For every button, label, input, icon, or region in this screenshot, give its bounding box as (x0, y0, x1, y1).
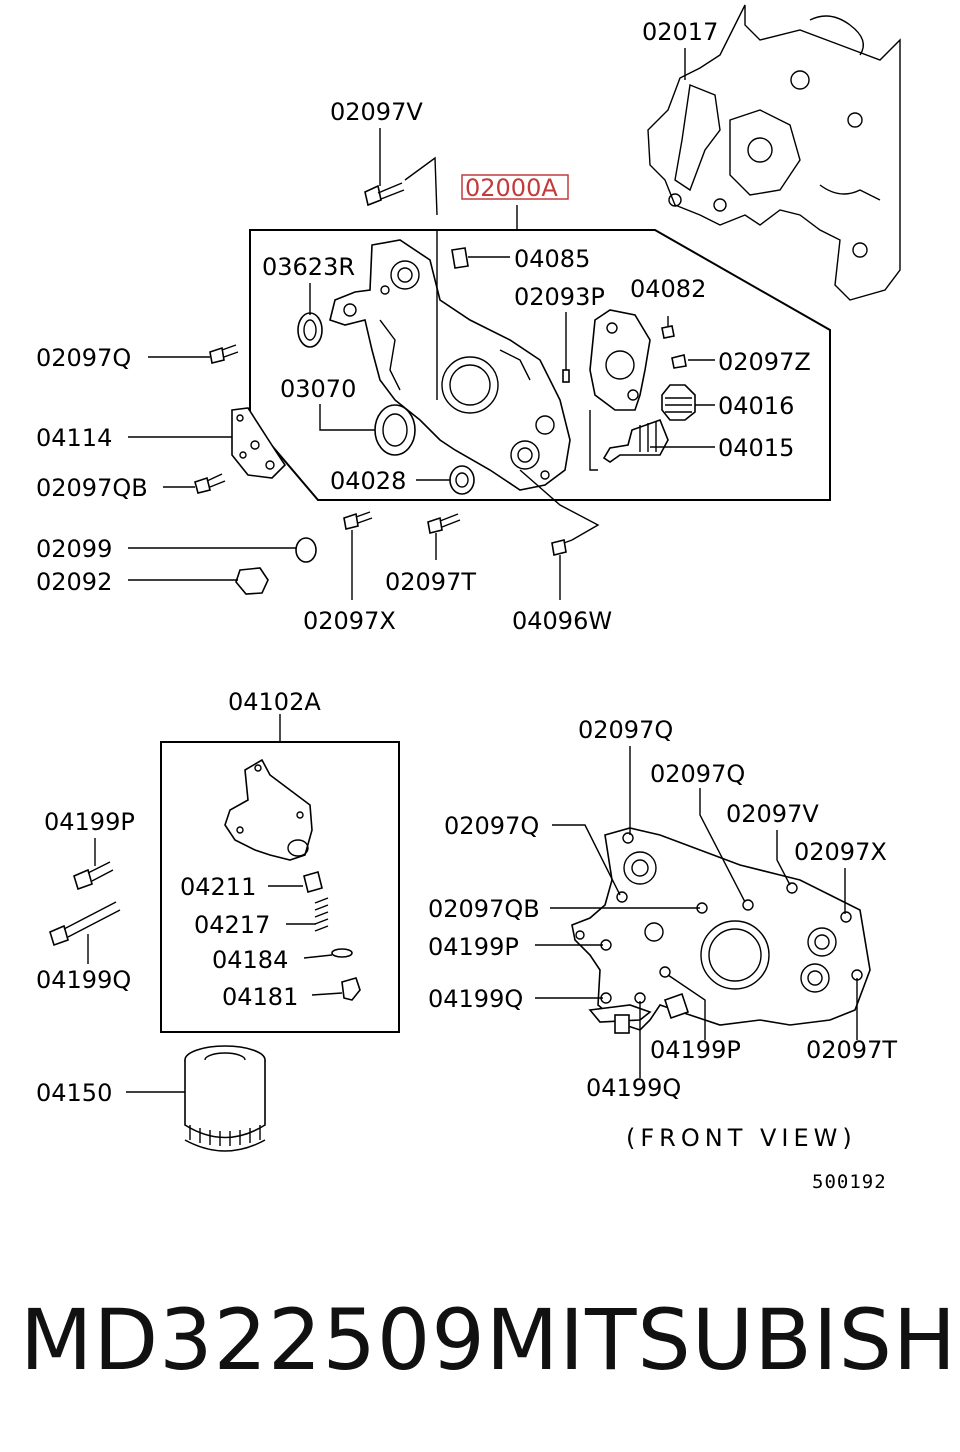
label-02000A[interactable]: 02000A (465, 174, 558, 202)
label-02099: 02099 (36, 535, 112, 563)
filter-bracket-drawing (224, 758, 361, 1001)
label-02097Q-left: 02097Q (36, 344, 131, 372)
label-03070: 03070 (280, 375, 356, 403)
label-02097QB-front: 02097QB (428, 895, 540, 923)
cylinder-block-drawing (647, 4, 901, 301)
brand-name: MITSUBISHI (485, 1291, 960, 1389)
bolts-top-drawing (194, 182, 687, 556)
label-04217: 04217 (194, 911, 270, 939)
label-02097Z: 02097Z (718, 348, 811, 376)
label-04082: 04082 (630, 275, 706, 303)
label-04085: 04085 (514, 245, 590, 273)
front-case-drawing (329, 239, 571, 491)
label-04181: 04181 (222, 983, 298, 1011)
label-02092: 02092 (36, 568, 112, 596)
label-04016: 04016 (718, 392, 794, 420)
label-02097QB-left: 02097QB (36, 474, 148, 502)
label-02097Q-front-3: 02097Q (444, 812, 539, 840)
product-footer: MD322509 MITSUBISHI (20, 1290, 960, 1390)
label-02097Q-front-1: 02097Q (578, 716, 673, 744)
filter-bracket-leaders (268, 885, 343, 996)
label-04199P-left: 04199P (44, 808, 135, 836)
filter-bolts-drawing (49, 838, 121, 964)
oil-pump-gears-drawing (602, 384, 696, 463)
label-02097X-front: 02097X (794, 838, 887, 866)
label-02097V-top: 02097V (330, 98, 423, 126)
label-04150: 04150 (36, 1079, 112, 1107)
gasket-drawing (231, 407, 287, 479)
label-02097T-mid: 02097T (385, 568, 476, 596)
label-04015: 04015 (718, 434, 794, 462)
part-number: MD322509 (20, 1291, 486, 1389)
label-04199Q-front-1: 04199Q (428, 985, 523, 1013)
seals-drawing (235, 247, 570, 595)
label-04114: 04114 (36, 424, 112, 452)
label-04028: 04028 (330, 467, 406, 495)
label-02093P: 02093P (514, 283, 605, 311)
label-04096W: 04096W (512, 607, 612, 635)
label-03623R: 03623R (262, 253, 355, 281)
leader-lines-top (128, 48, 715, 600)
label-02097X-mid: 02097X (303, 607, 396, 635)
front-view-caption: (FRONT VIEW) (626, 1124, 857, 1152)
front-view-leaders (535, 746, 858, 1078)
label-04199P-front-1: 04199P (428, 933, 519, 961)
label-02097Q-front-2: 02097Q (650, 760, 745, 788)
label-02097T-front: 02097T (806, 1036, 897, 1064)
selected-part-box (461, 174, 569, 200)
label-04211: 04211 (180, 873, 256, 901)
oil-filter-drawing (126, 1045, 266, 1152)
label-04184: 04184 (212, 946, 288, 974)
label-04102A: 04102A (228, 688, 321, 716)
label-04199P-front-2: 04199P (650, 1036, 741, 1064)
label-04199Q-left: 04199Q (36, 966, 131, 994)
label-02097V-front: 02097V (726, 800, 819, 828)
oil-pump-cover-drawing (589, 309, 651, 411)
diagram-code: 500192 (812, 1171, 887, 1193)
label-02017: 02017 (642, 18, 718, 46)
label-04199Q-front-2: 04199Q (586, 1074, 681, 1102)
